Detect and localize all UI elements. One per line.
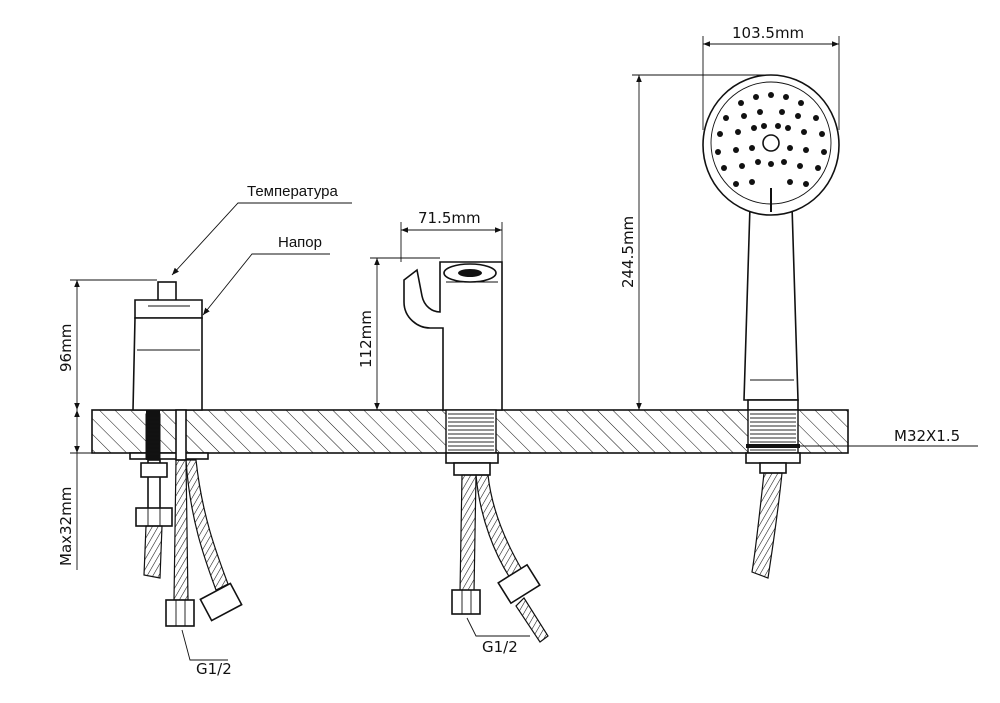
temperature-label: Температура bbox=[247, 183, 339, 200]
max-depth-label: Max32mm bbox=[57, 487, 75, 566]
g-left-label: G1/2 bbox=[196, 660, 232, 678]
mixer-height-dimension: 96mm bbox=[57, 279, 157, 410]
g-left-callout: G1/2 bbox=[181, 629, 232, 678]
shower-fittings bbox=[745, 399, 801, 579]
spout-fittings bbox=[445, 409, 549, 643]
mixer-body bbox=[132, 281, 203, 411]
hand-shower bbox=[702, 74, 840, 401]
g-center-callout: G1/2 bbox=[466, 617, 530, 656]
thread-callout: M32X1.5 bbox=[798, 427, 978, 447]
spout-body bbox=[403, 261, 503, 411]
shower-height-label: 244.5mm bbox=[619, 216, 637, 288]
g-center-label: G1/2 bbox=[482, 638, 518, 656]
shower-width-label: 103.5mm bbox=[732, 24, 804, 42]
spout-height-dimension: 112mm bbox=[357, 257, 440, 410]
spout-height-label: 112mm bbox=[357, 310, 375, 368]
spray-nozzles bbox=[715, 92, 827, 187]
shower-width-dimension: 103.5mm bbox=[702, 24, 840, 130]
thread-label: M32X1.5 bbox=[894, 427, 960, 445]
spout-width-dimension: 71.5mm bbox=[400, 209, 503, 262]
pressure-label: Напор bbox=[278, 234, 322, 251]
mixer-fittings bbox=[129, 409, 243, 627]
temperature-callout: Температура bbox=[171, 183, 352, 276]
pressure-callout: Напор bbox=[202, 234, 330, 316]
max-depth-dimension: Max32mm bbox=[57, 410, 130, 570]
mixer-height-label: 96mm bbox=[57, 324, 75, 372]
spout-width-label: 71.5mm bbox=[418, 209, 481, 227]
shower-height-dimension: 244.5mm bbox=[619, 74, 771, 410]
